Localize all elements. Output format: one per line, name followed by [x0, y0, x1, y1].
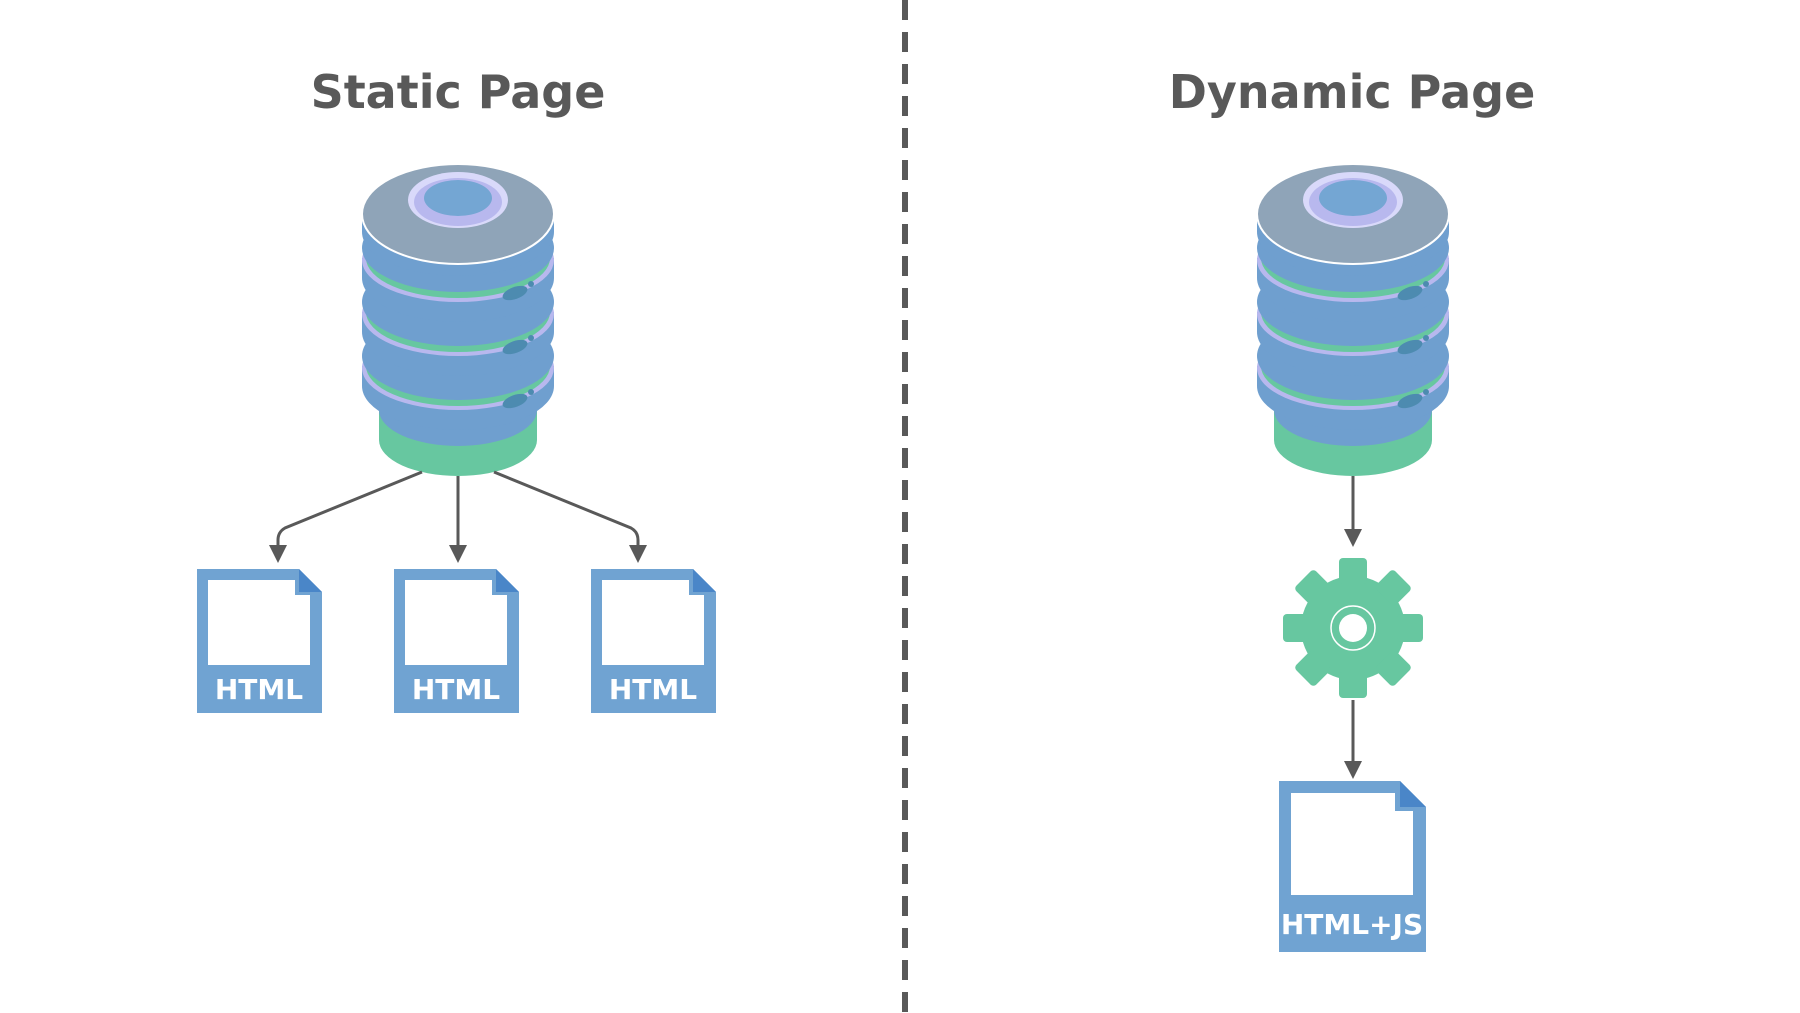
arrow-to-html-1	[269, 470, 423, 563]
dynamic-page-title: Dynamic Page	[1169, 65, 1536, 119]
html-js-file-icon: HTML+JS	[1279, 781, 1426, 952]
html-file-icon: HTML	[197, 569, 322, 713]
html-js-file-label: HTML+JS	[1281, 908, 1423, 941]
static-database-icon	[361, 163, 555, 476]
dynamic-database-icon	[1256, 163, 1450, 476]
html-file-icon: HTML	[591, 569, 716, 713]
html-file-label: HTML	[609, 673, 697, 706]
html-file-label: HTML	[215, 673, 303, 706]
arrow-to-html-3	[493, 470, 647, 563]
static-page-title: Static Page	[311, 65, 606, 119]
gear-icon	[1283, 558, 1423, 698]
html-file-label: HTML	[412, 673, 500, 706]
html-file-icon: HTML	[394, 569, 519, 713]
